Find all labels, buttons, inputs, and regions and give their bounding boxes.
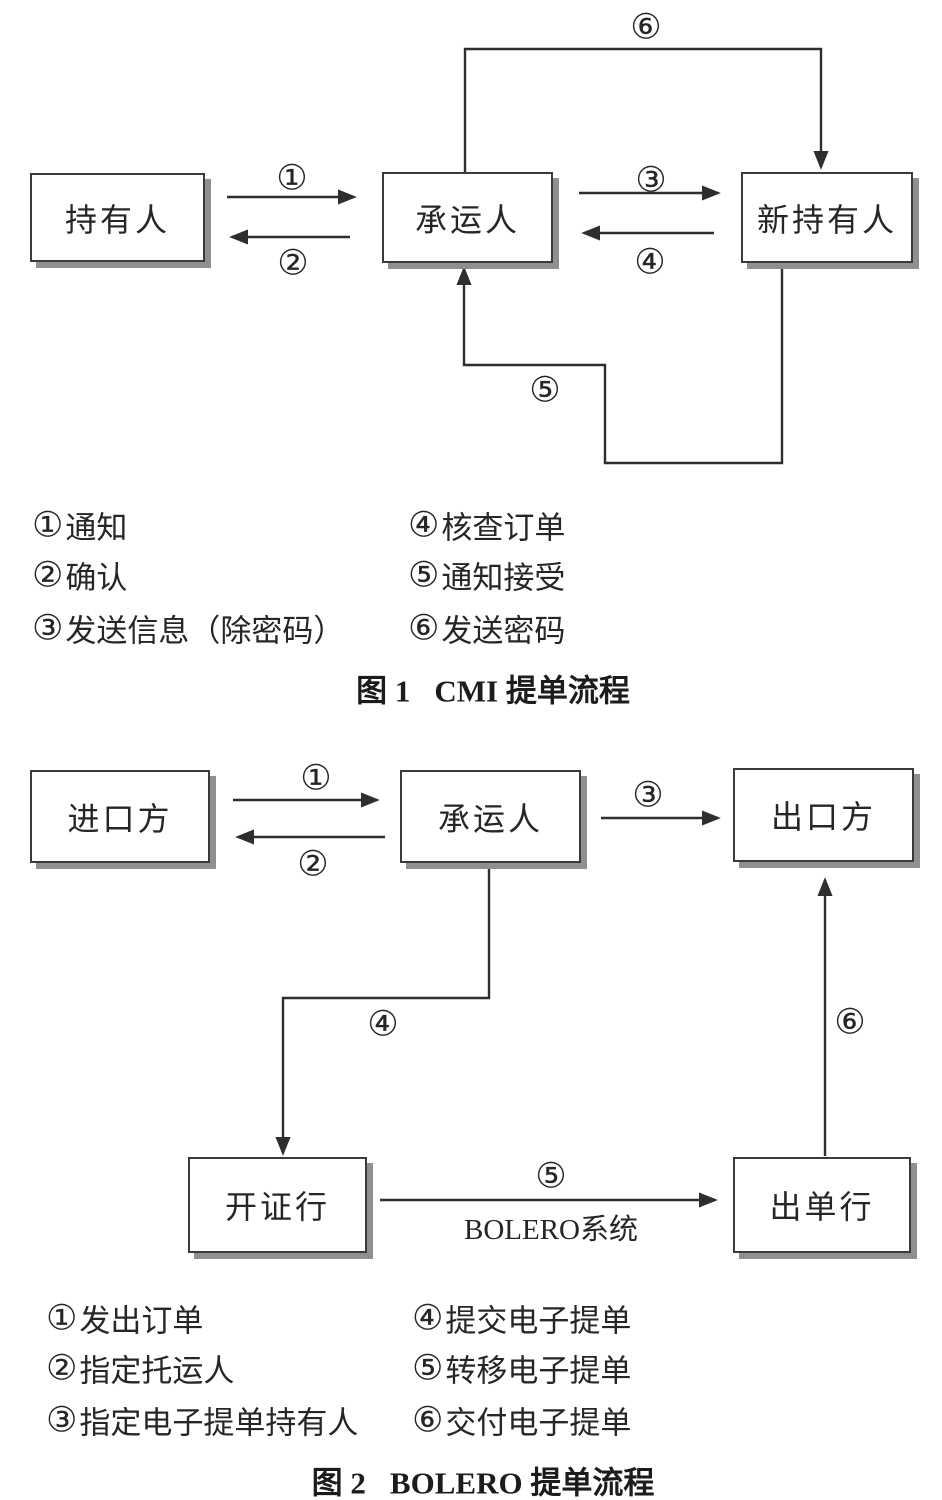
fig1-caption-title: CMI 提单流程 [434, 673, 630, 709]
fig1-legend-1-number: ① [32, 505, 64, 545]
fig1-legend-6-number: ⑥ [408, 608, 440, 648]
fig2-legend-6-text: 交付电子提单 [445, 1405, 632, 1441]
fig2-box-billing-bank: 出单行 [733, 1157, 911, 1253]
fig2-legend-2-number: ② [46, 1348, 78, 1388]
fig1-legend-3-text: 发送信息（除密码） [65, 613, 345, 649]
fig1-legend-item-4: ④ 核查订单 [408, 503, 565, 548]
fig1-arrow4-number: ④ [634, 242, 666, 282]
fig2-legend-5-text: 转移电子提单 [445, 1353, 632, 1389]
fig1-arrow5-number: ⑤ [529, 370, 561, 410]
fig1-legend-4-text: 核查订单 [441, 510, 566, 546]
fig2-legend-item-6: ⑥ 交付电子提单 [412, 1398, 631, 1443]
fig2-legend-6-number: ⑥ [412, 1400, 444, 1440]
fig2-box-billing-bank-label: 出单行 [769, 1189, 875, 1225]
fig2-legend-item-4: ④ 提交电子提单 [412, 1296, 631, 1341]
fig1-legend-1-text: 通知 [65, 510, 128, 546]
fig1-legend-item-3: ③ 发送信息（除密码） [32, 606, 344, 651]
fig1-box-carrier: 承运人 [382, 172, 553, 263]
fig2-legend-4-number: ④ [412, 1298, 444, 1338]
fig2-box-carrier-label: 承运人 [437, 800, 543, 837]
fig1-arrow1-number: ① [276, 158, 308, 198]
fig2-legend-item-2: ② 指定托运人 [46, 1346, 234, 1391]
fig1-caption-number: 图 1 [356, 673, 411, 709]
fig1-legend-5-text: 通知接受 [441, 560, 566, 596]
fig1-legend-2-number: ② [32, 555, 64, 595]
fig2-caption-title: BOLERO 提单流程 [389, 1465, 655, 1500]
fig1-arrow6-number: ⑥ [630, 7, 662, 47]
fig1-legend-item-1: ① 通知 [32, 503, 127, 548]
fig1-legend-5-number: ⑤ [408, 555, 440, 595]
fig2-arrow2-number: ② [297, 844, 329, 884]
fig2-arrow3-number: ③ [632, 775, 664, 815]
fig1-legend-item-5: ⑤ 通知接受 [408, 553, 565, 598]
fig2-arrow5-number: ⑤ [535, 1156, 567, 1196]
fig1-arrow6-send-password-line [463, 47, 829, 172]
fig2-bolero-system-label: BOLERO系统 [463, 1214, 639, 1246]
fig2-legend-3-text: 指定电子提单持有人 [79, 1405, 359, 1441]
fig2-arrow1-number: ① [300, 758, 332, 798]
fig2-legend-item-5: ⑤ 转移电子提单 [412, 1346, 631, 1391]
fig2-box-exporter-label: 出口方 [770, 799, 876, 835]
fig1-legend-6-text: 发送密码 [441, 613, 566, 649]
fig1-box-holder-label: 持有人 [64, 201, 170, 238]
fig1-caption: 图 1 CMI 提单流程 [356, 666, 630, 711]
fig2-box-issuing-bank: 开证行 [188, 1157, 367, 1253]
fig2-legend-4-text: 提交电子提单 [445, 1303, 632, 1339]
fig2-box-importer-label: 进口方 [67, 800, 173, 837]
fig2-legend-3-number: ③ [46, 1400, 78, 1440]
fig2-legend-2-text: 指定托运人 [79, 1353, 235, 1389]
fig1-arrow2-number: ② [277, 243, 309, 283]
fig2-box-importer: 进口方 [30, 770, 210, 863]
fig2-legend-item-1: ① 发出订单 [46, 1296, 203, 1341]
fig2-box-exporter: 出口方 [733, 768, 914, 862]
fig2-legend-item-3: ③ 指定电子提单持有人 [46, 1398, 358, 1443]
fig2-arrow4-submit-ebl-line [275, 864, 491, 1156]
fig1-arrow3-number: ③ [635, 160, 667, 200]
fig2-arrow4-number: ④ [367, 1004, 399, 1044]
fig2-legend-1-number: ① [46, 1298, 78, 1338]
fig1-box-new-holder-label: 新持有人 [756, 201, 897, 238]
fig1-box-holder: 持有人 [30, 173, 205, 262]
fig1-legend-2-text: 确认 [65, 560, 128, 596]
fig2-caption-number: 图 2 [311, 1465, 366, 1500]
fig2-caption: 图 2 BOLERO 提单流程 [312, 1458, 655, 1500]
fig2-legend-1-text: 发出订单 [79, 1303, 204, 1339]
fig1-legend-4-number: ④ [408, 505, 440, 545]
fig2-box-carrier: 承运人 [400, 770, 581, 863]
fig1-box-new-holder: 新持有人 [741, 172, 913, 263]
fig2-arrow6-number: ⑥ [834, 1002, 866, 1042]
fig1-box-carrier-label: 承运人 [414, 201, 520, 238]
fig1-arrow5-notify-accept-line [456, 264, 784, 465]
fig2-box-issuing-bank-label: 开证行 [224, 1189, 330, 1225]
fig2-legend-5-number: ⑤ [412, 1348, 444, 1388]
fig1-legend-item-6: ⑥ 发送密码 [408, 606, 565, 651]
fig1-legend-3-number: ③ [32, 608, 64, 648]
fig1-legend-item-2: ② 确认 [32, 553, 127, 598]
